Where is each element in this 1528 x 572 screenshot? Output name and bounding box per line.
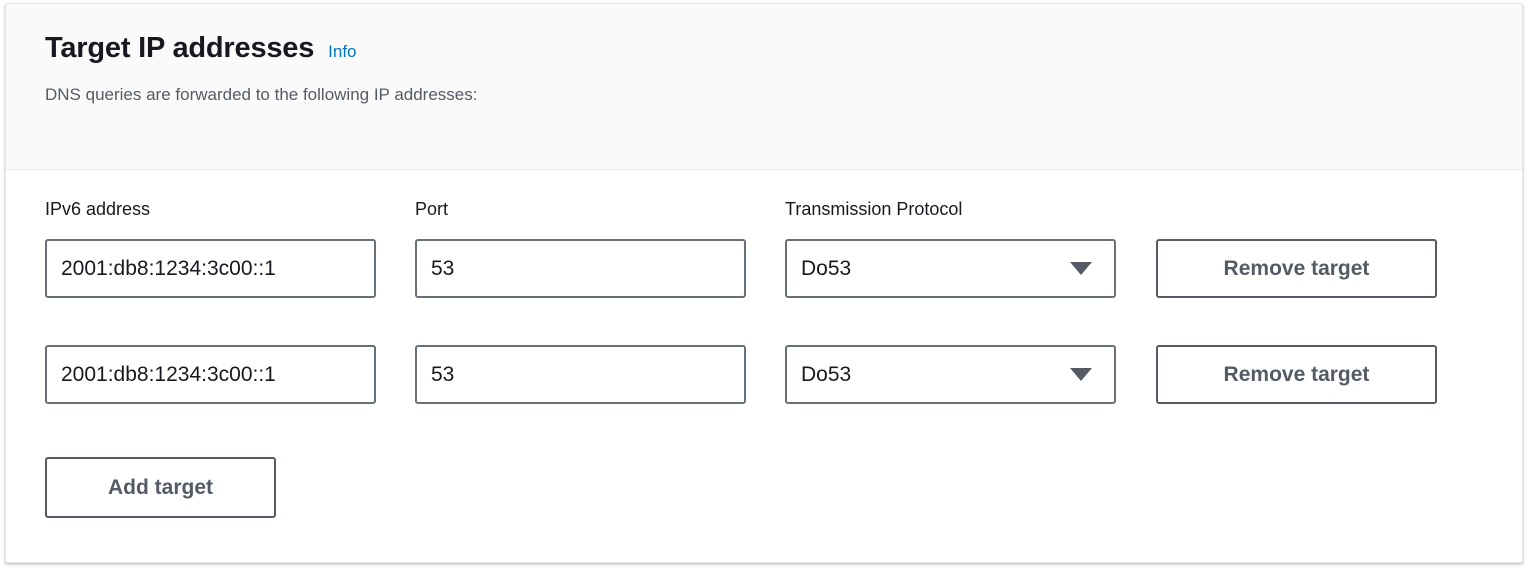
page-title: Target IP addresses <box>45 32 315 64</box>
column-label-transmission-protocol: Transmission Protocol <box>785 199 963 219</box>
column-header-row: IPv6 address Port Transmission Protocol <box>45 199 1522 229</box>
remove-target-button[interactable]: Remove target <box>1156 239 1437 298</box>
ipv6-address-input[interactable] <box>45 345 376 404</box>
target-row: Do53 Remove target <box>45 239 1522 303</box>
ipv6-address-input[interactable] <box>45 239 376 298</box>
transmission-protocol-select[interactable]: Do53 <box>785 345 1116 404</box>
column-label-port: Port <box>415 199 449 219</box>
title-row: Target IP addresses Info <box>45 32 1522 65</box>
port-input[interactable] <box>415 345 746 404</box>
chevron-down-icon <box>1070 368 1092 381</box>
panel-body: IPv6 address Port Transmission Protocol … <box>6 170 1522 518</box>
transmission-protocol-select[interactable]: Do53 <box>785 239 1116 298</box>
panel-header: Target IP addresses Info DNS queries are… <box>6 4 1522 170</box>
remove-target-button[interactable]: Remove target <box>1156 345 1437 404</box>
add-target-button[interactable]: Add target <box>45 457 276 518</box>
target-row: Do53 Remove target <box>45 345 1522 409</box>
port-input[interactable] <box>415 239 746 298</box>
target-ip-addresses-panel: Target IP addresses Info DNS queries are… <box>5 3 1523 563</box>
column-label-ip-address: IPv6 address <box>45 199 151 219</box>
panel-description: DNS queries are forwarded to the followi… <box>45 84 478 104</box>
info-link[interactable]: Info <box>328 42 357 61</box>
transmission-protocol-value: Do53 <box>801 362 852 386</box>
transmission-protocol-value: Do53 <box>801 256 852 280</box>
chevron-down-icon <box>1070 262 1092 275</box>
